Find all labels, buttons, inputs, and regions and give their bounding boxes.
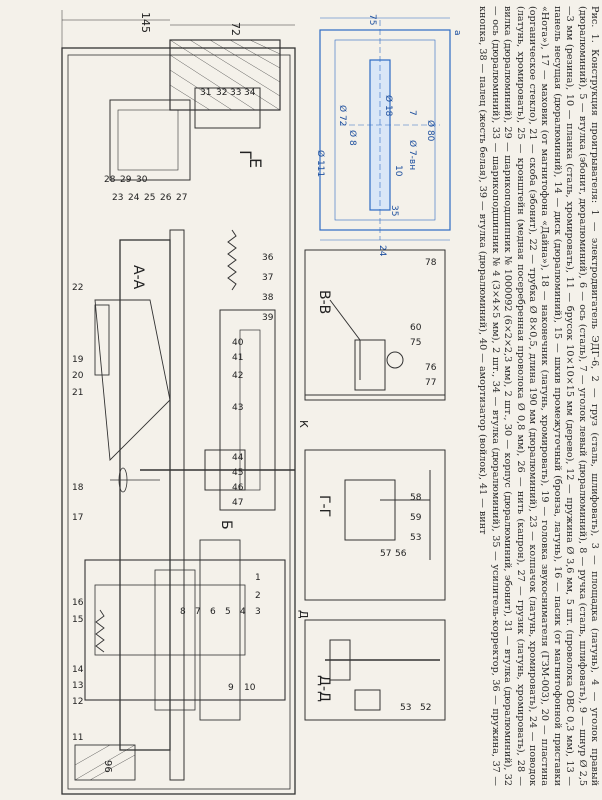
detail-dimension-a: a: [452, 30, 462, 36]
part-num-47: 47: [232, 498, 243, 508]
detail-dimension-24: 24: [377, 245, 387, 257]
detail-diameter-111: Ø 111: [315, 150, 326, 177]
part-num-22: 22: [72, 283, 83, 293]
section-label-dd: Д-Д: [316, 675, 332, 702]
section-label-aa: А-А: [130, 265, 146, 290]
section-label-g: Г: [236, 150, 255, 160]
part-num-4: 4: [240, 607, 246, 617]
part-num-20: 20: [72, 371, 84, 381]
detail-diameter-18: Ø 18: [383, 95, 394, 117]
part-num-26: 26: [160, 193, 172, 203]
dimension-145: 145: [139, 12, 152, 33]
part-num-33: 33: [230, 88, 241, 98]
part-num-19: 19: [72, 355, 84, 365]
part-num-38: 38: [262, 293, 274, 303]
part-num-30: 30: [136, 175, 148, 185]
part-num-23: 23: [112, 193, 123, 203]
part-num-18: 18: [72, 483, 84, 493]
part-num-15: 15: [72, 615, 83, 625]
part-num-3: 3: [255, 607, 261, 617]
section-label-k: К: [297, 420, 310, 428]
section-label-b: Б: [218, 520, 234, 530]
part-num-77: 76: [425, 363, 437, 373]
section-label-d: Д: [297, 610, 310, 619]
part-num-31: 31: [200, 88, 211, 98]
part-num-52: 52: [420, 703, 431, 713]
part-num-17: 17: [72, 513, 83, 523]
section-label-e: Е: [246, 158, 265, 168]
part-num-76: 75: [410, 338, 421, 348]
part-num-78: 77: [425, 378, 436, 388]
part-num-37: 37: [262, 273, 273, 283]
part-num-32: 32: [216, 88, 227, 98]
dimension-96: 96: [102, 760, 113, 773]
part-num-34: 34: [244, 88, 256, 98]
section-label-vv: В-В: [316, 290, 332, 314]
detail-dimension-35: 35: [389, 205, 399, 216]
part-num-14: 14: [72, 665, 84, 675]
part-num-6: 6: [210, 607, 216, 617]
detail-dimension-10: 10: [393, 165, 403, 177]
part-num-44: 44: [232, 453, 244, 463]
part-num-8: 8: [180, 607, 186, 617]
part-num-58: 57: [380, 549, 391, 559]
part-num-28: 28: [104, 175, 116, 185]
detail-diameter-72: Ø 72: [337, 105, 348, 126]
part-num-36: 36: [262, 253, 274, 263]
part-num-9: 9: [228, 683, 234, 693]
part-num-39: 39: [262, 313, 274, 323]
figure-caption: Рис. 1. Конструкция проигрывателя: 1 — э…: [477, 6, 600, 786]
detail-drawing-blue: [319, 17, 451, 241]
part-num-46: 46: [232, 483, 244, 493]
part-num-21: 21: [72, 388, 83, 398]
part-num-57: 56: [395, 549, 407, 559]
part-num-75: 60: [410, 323, 422, 333]
part-num-7: 7: [195, 607, 201, 617]
part-num-79: 78: [425, 258, 437, 268]
part-num-45: 45: [232, 468, 243, 478]
detail-diameter-8: Ø 8: [347, 130, 358, 146]
part-num-13: 13: [72, 681, 83, 691]
part-num-43: 43: [232, 403, 243, 413]
part-num-24: 24: [128, 193, 140, 203]
detail-diameter-7-inner: Ø 7-вн: [407, 140, 418, 170]
part-num-41: 41: [232, 353, 243, 363]
part-num-59: 58: [410, 493, 422, 503]
part-num-1: 1: [255, 573, 261, 583]
part-num-11: 11: [72, 733, 83, 743]
dimension-72: 72: [229, 22, 242, 36]
part-num-56: 53: [410, 533, 421, 543]
part-num-10: 10: [244, 683, 256, 693]
part-num-16: 16: [72, 598, 84, 608]
part-num-5: 5: [225, 607, 231, 617]
section-label-gg: Г-Г: [316, 495, 332, 517]
part-num-2: 2: [255, 591, 261, 601]
part-num-29: 29: [120, 175, 132, 185]
part-num-25: 25: [144, 193, 155, 203]
detail-diameter-80: Ø 80: [425, 120, 436, 142]
part-num-40: 40: [232, 338, 244, 348]
detail-dimension-75: 75: [367, 14, 377, 25]
part-num-27: 27: [176, 193, 187, 203]
part-num-12: 12: [72, 697, 83, 707]
part-num-60: 59: [410, 513, 422, 523]
part-num-53: 53: [400, 703, 411, 713]
detail-dimension-7: 7: [407, 110, 417, 116]
part-num-42: 42: [232, 371, 243, 381]
